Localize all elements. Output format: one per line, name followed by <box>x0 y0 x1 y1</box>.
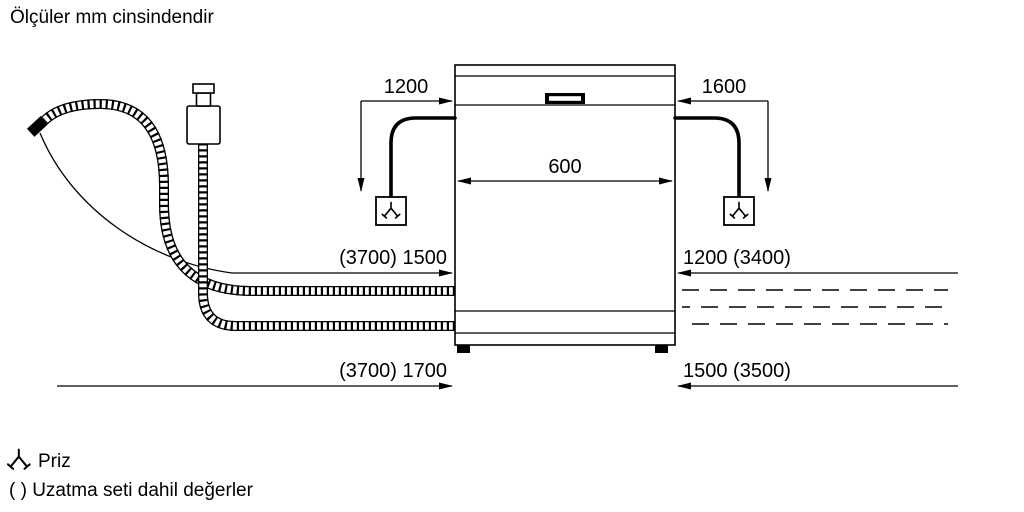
tap-connector-nut <box>192 83 215 94</box>
aquastop-valve <box>186 83 221 145</box>
right-socket-dim-label: 1600 <box>702 76 747 98</box>
supply-hose-ribs <box>203 144 455 326</box>
legend-note: ( ) Uzatma seti dahil değerler <box>9 480 254 501</box>
appliance-foot-left <box>457 345 470 353</box>
supply-hose-body <box>203 144 455 326</box>
power-cord-right <box>673 116 741 198</box>
diagram-title: Ölçüler mm cinsindendir <box>10 7 214 28</box>
appliance-foot-right <box>655 345 668 353</box>
right-cable-dimension-bottom: 1500 (3500) <box>677 360 958 390</box>
supply-hose <box>203 144 455 326</box>
power-cord-left-line <box>389 116 457 198</box>
right-cable-dim-mid-label: 1200 (3400) <box>683 247 791 269</box>
right-cable-dimension-mid: 1200 (3400) <box>677 247 958 277</box>
tap-connector-stem <box>195 92 212 107</box>
width-dimension-label: 600 <box>548 156 581 178</box>
left-socket-dimension: 1200 <box>357 76 453 192</box>
right-socket-dimension: 1600 <box>677 76 772 192</box>
legend: Priz ( ) Uzatma seti dahil değerler <box>6 448 254 501</box>
socket-left <box>375 196 407 226</box>
drain-hose-dimension: (3700) 1500 <box>232 247 453 277</box>
power-cord-left <box>389 116 457 198</box>
right-cable-dim-bottom-label: 1500 (3500) <box>683 360 791 382</box>
socket-right <box>723 196 755 226</box>
appliance-outline <box>454 64 676 353</box>
display-slot <box>549 96 581 101</box>
left-socket-dim-label: 1200 <box>384 76 429 98</box>
width-dimension: 600 <box>457 156 673 185</box>
legend-socket-icon <box>6 448 31 470</box>
drain-hose-dim-label: (3700) 1500 <box>339 247 447 269</box>
power-cord-right-line <box>673 116 741 198</box>
supply-hose-dimension: (3700) 1700 <box>57 360 453 390</box>
aquastop-box <box>186 105 221 145</box>
drain-hose <box>26 104 455 291</box>
socket-left-box <box>375 196 407 226</box>
dashed-cable-lines <box>682 289 948 325</box>
legend-socket-label: Priz <box>38 451 71 472</box>
supply-hose-dim-label: (3700) 1700 <box>339 360 447 382</box>
appliance-body <box>454 64 676 346</box>
supply-hose-outline <box>203 144 455 326</box>
socket-right-box <box>723 196 755 226</box>
drain-hose-end-cap <box>26 115 49 137</box>
